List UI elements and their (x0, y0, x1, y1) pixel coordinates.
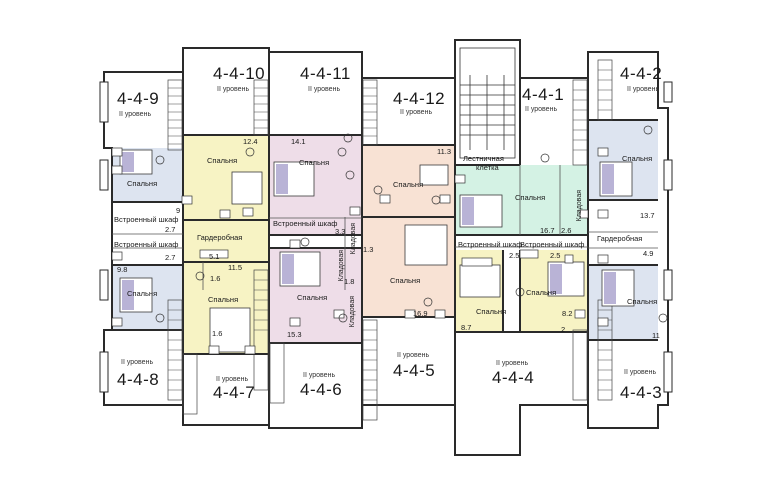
apartment-number-4-4-8: 4-4-8 (117, 370, 160, 389)
bed-a7 (209, 307, 251, 353)
area-15-3: 15.3 (287, 330, 302, 339)
apartment-number-4-4-11: 4-4-11 (300, 64, 351, 83)
stair-label-line2: клетка (476, 163, 499, 172)
room-label-closet-4-4-9: Встроенный шкаф (114, 215, 179, 224)
area-1-3: 1.3 (363, 245, 374, 254)
chairs (155, 125, 668, 323)
area-13-7: 13.7 (640, 211, 655, 220)
area-9: 9 (176, 206, 181, 215)
level-label-4-4-11: II уровень (308, 86, 341, 93)
area-14-1: 14.1 (291, 137, 306, 146)
apartment-number-4-4-2: 4-4-2 (620, 64, 663, 83)
internal-lines (112, 165, 658, 290)
room-label-bedroom-4-4-7: Спальня (208, 295, 239, 304)
room-label-wardrobe-left: Гардеробная (197, 233, 243, 242)
area-2-7-a: 2.7 (165, 225, 176, 234)
level-label-4-4-4: II уровень (496, 360, 529, 367)
room-label-bedroom-4-4-1: Спальня (515, 193, 546, 202)
apartment-number-4-4-12: 4-4-12 (393, 89, 446, 108)
area-1-8: 1.8 (344, 277, 355, 286)
level-label-4-4-1: II уровень (525, 106, 558, 113)
area-16-9: 16.9 (413, 309, 428, 318)
room-label-bedroom-4-4-11: Спальня (299, 158, 330, 167)
room-label-closet-4-4-8: Встроенный шкаф (114, 240, 179, 249)
area-1-6-b: 1.6 (212, 329, 223, 338)
room-label-closet-4-4-4-left: Встроенный шкаф (458, 240, 523, 249)
room-label-bedroom-4-4-9: Спальня (127, 179, 158, 188)
apartment-number-4-4-5: 4-4-5 (393, 361, 436, 380)
apartment-number-4-4-4: 4-4-4 (492, 368, 535, 387)
level-label-4-4-10: II уровень (217, 86, 250, 93)
area-3-3: 3.3 (335, 227, 346, 236)
level-label-4-4-8: II уровень (121, 359, 154, 366)
apartment-number-4-4-1: 4-4-1 (522, 85, 565, 104)
apartment-number-4-4-9: 4-4-9 (117, 89, 160, 108)
apartment-number-4-4-7: 4-4-7 (213, 383, 256, 402)
furniture (111, 147, 609, 355)
room-label-closet-4-4-11: Встроенный шкаф (273, 219, 338, 228)
area-2-5-b: 2.5 (550, 251, 561, 260)
area-11: 11 (652, 331, 660, 340)
area-4-9: 4.9 (643, 249, 654, 258)
level-label-4-4-7: II уровень (216, 376, 249, 383)
area-1-6-a: 1.6 (210, 274, 221, 283)
room-label-bedroom-4-4-4-right: Спальня (526, 288, 557, 297)
room-label-bedroom-4-4-12: Спальня (393, 180, 424, 189)
level-label-4-4-6: II уровень (303, 372, 336, 379)
area-9-8: 9.8 (117, 265, 128, 274)
room-label-wardrobe-right: Гардеробная (597, 234, 643, 243)
apartment-number-4-4-6: 4-4-6 (300, 380, 343, 399)
level-label-4-4-12: II уровень (400, 109, 433, 116)
room-label-utility-4-4-11: Кладовая (350, 223, 357, 255)
room-label-bedroom-4-4-4-left: Спальня (476, 307, 507, 316)
bed-a12 (419, 164, 449, 186)
bed-a5 (404, 224, 448, 266)
apartment-number-4-4-3: 4-4-3 (620, 383, 663, 402)
area-2-5-a: 2.5 (509, 251, 520, 260)
area-8-2: 8.2 (562, 309, 573, 318)
room-label-bedroom-4-4-3: Спальня (627, 297, 658, 306)
area-2-6: 2.6 (561, 226, 572, 235)
area-2: 2 (561, 325, 566, 334)
area-12-4: 12.4 (243, 137, 258, 146)
level-label-4-4-3: II уровень (624, 369, 657, 376)
area-8-7: 8.7 (461, 323, 472, 332)
room-label-bedroom-4-4-5: Спальня (390, 276, 421, 285)
apartment-number-4-4-10: 4-4-10 (213, 64, 266, 83)
windows (99, 81, 673, 393)
level-label-4-4-2: II уровень (627, 86, 660, 93)
room-label-bedroom-4-4-6: Спальня (297, 293, 328, 302)
area-5-1: 5.1 (209, 252, 220, 261)
room-label-closet-4-4-4-right: Встроенный шкаф (520, 240, 585, 249)
area-2-7-b: 2.7 (165, 253, 176, 262)
room-label-utility-4-4-1: Кладовая (576, 190, 583, 222)
room-label-bedroom-4-4-2: Спальня (622, 154, 653, 163)
level-label-4-4-9: II уровень (119, 111, 152, 118)
level-label-4-4-5: II уровень (397, 352, 430, 359)
bed-covers (122, 152, 616, 310)
bed-a10 (231, 171, 263, 205)
room-label-utility-4-4-5: Кладовая (349, 296, 356, 328)
room-label-bedroom-4-4-10: Спальня (207, 156, 238, 165)
area-11-3: 11.3 (437, 147, 452, 156)
stair-treads (168, 69, 612, 401)
stair-label-line1: Лестничная (463, 154, 504, 163)
stair-core (459, 47, 516, 159)
room-label-bedroom-4-4-8: Спальня (127, 289, 158, 298)
area-11-5: 11.5 (228, 263, 243, 272)
area-16-7: 16.7 (540, 226, 555, 235)
bed-a4-left (459, 264, 501, 298)
